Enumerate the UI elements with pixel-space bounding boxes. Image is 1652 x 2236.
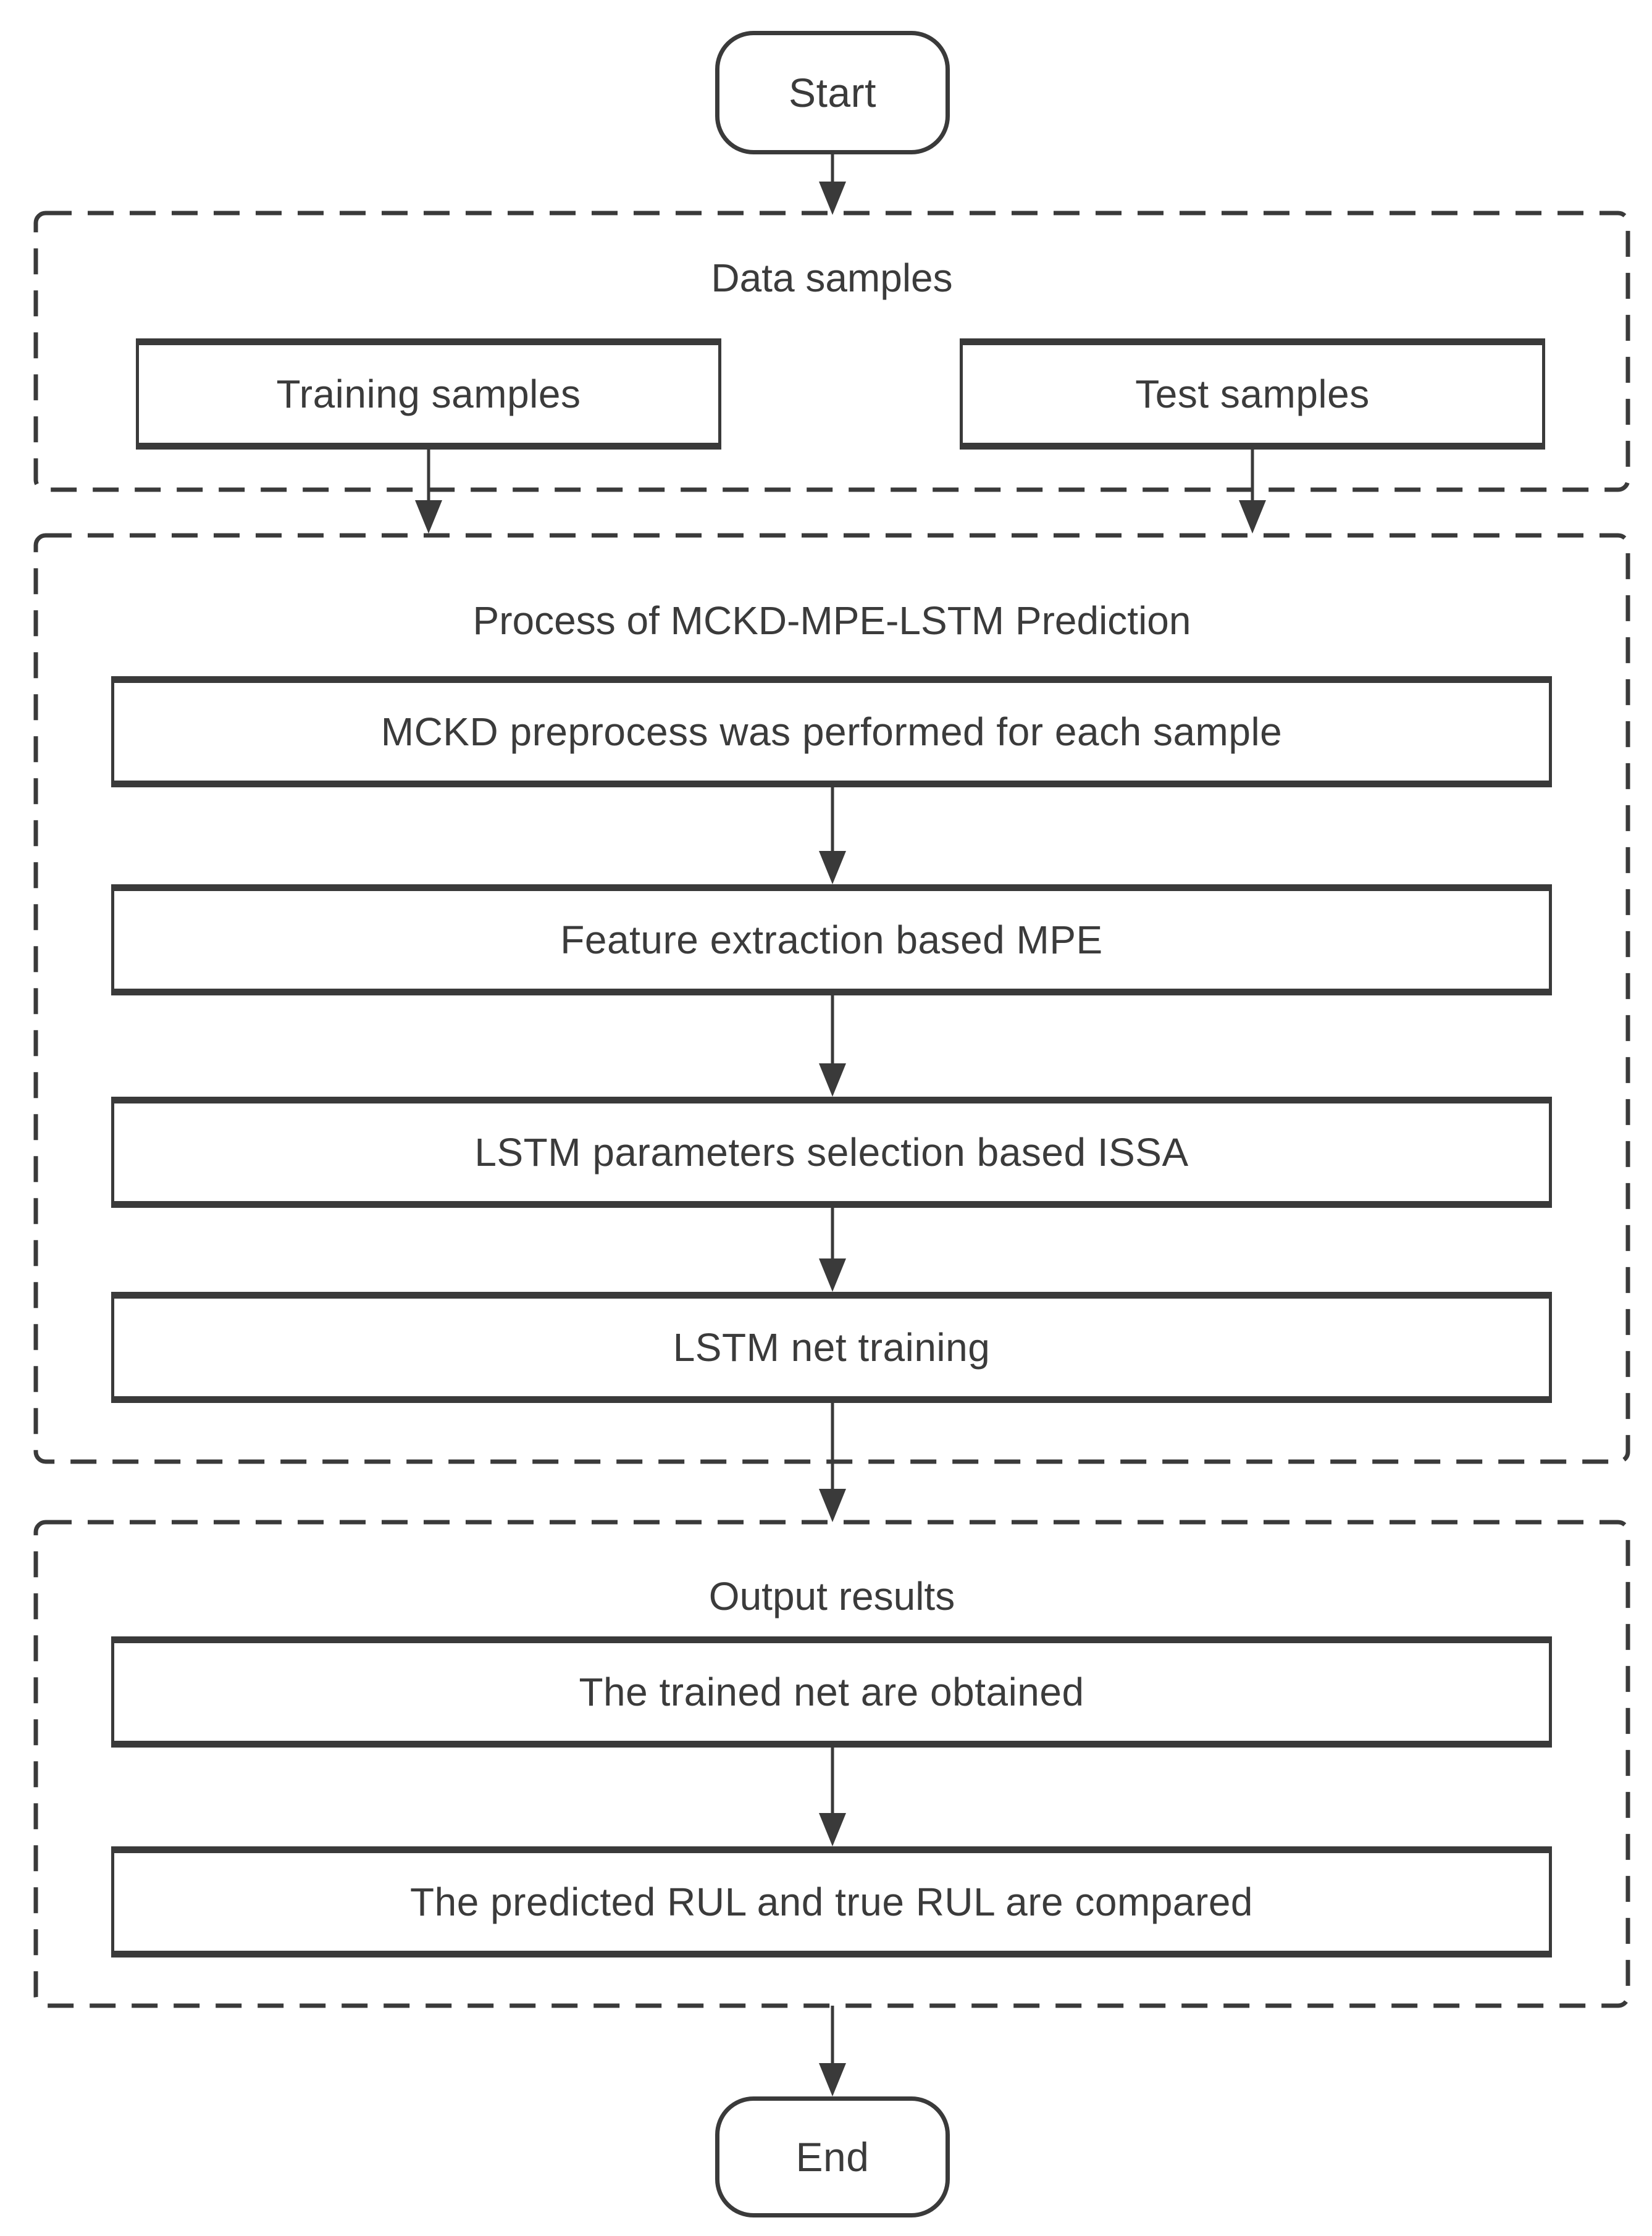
arrow-mckd-to-feature: [819, 787, 846, 884]
arrow-training-to-process: [415, 450, 442, 534]
mckd-preprocess-label: MCKD preprocess was performed for each s…: [380, 710, 1283, 754]
start-node: Start: [715, 31, 950, 154]
test-samples-box: Test samples: [960, 338, 1545, 450]
lstm-parameters-label: LSTM parameters selection based ISSA: [474, 1130, 1189, 1175]
output-zone-title: Output results: [708, 1574, 955, 1618]
rul-compared-box: The predicted RUL and true RUL are compa…: [111, 1846, 1552, 1958]
training-samples-label: Training samples: [276, 372, 581, 416]
arrow-start-to-data-samples: [819, 154, 846, 215]
feature-extraction-box: Feature extraction based MPE: [111, 884, 1552, 995]
process-zone-title: Process of MCKD-MPE-LSTM Prediction: [472, 598, 1191, 643]
trained-net-box: The trained net are obtained: [111, 1636, 1552, 1748]
arrow-issa-to-lstm: [819, 1208, 846, 1292]
lstm-parameters-box: LSTM parameters selection based ISSA: [111, 1097, 1552, 1208]
arrow-feature-to-issa: [819, 995, 846, 1097]
lstm-training-box: LSTM net training: [111, 1292, 1552, 1403]
lstm-training-label: LSTM net training: [673, 1325, 991, 1370]
arrow-lstm-to-output: [819, 1403, 846, 1522]
end-label: End: [795, 2134, 870, 2180]
arrow-output-to-end: [819, 2006, 846, 2096]
trained-net-label: The trained net are obtained: [579, 1670, 1084, 1714]
arrow-test-to-process: [1239, 450, 1266, 534]
end-node: End: [715, 2096, 950, 2217]
test-samples-label: Test samples: [1135, 372, 1370, 416]
data-samples-dashed-border: [33, 211, 1630, 492]
arrow-trained-to-compared: [819, 1748, 846, 1846]
rul-compared-label: The predicted RUL and true RUL are compa…: [410, 1880, 1253, 1924]
data-samples-zone-title: Data samples: [711, 256, 953, 300]
feature-extraction-label: Feature extraction based MPE: [560, 918, 1103, 962]
start-label: Start: [789, 70, 876, 115]
output-dashed-border: [33, 1520, 1630, 2008]
mckd-preprocess-box: MCKD preprocess was performed for each s…: [111, 676, 1552, 787]
training-samples-box: Training samples: [136, 338, 721, 450]
